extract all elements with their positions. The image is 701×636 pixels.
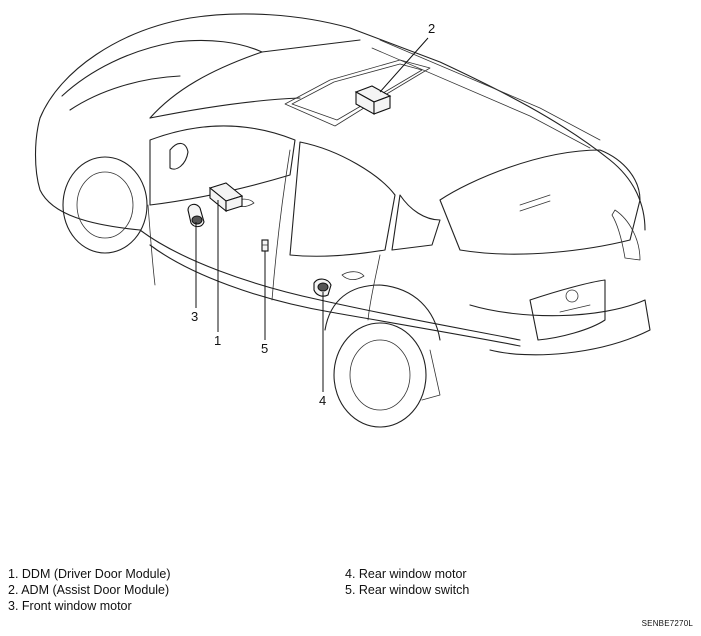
callout-3: 3	[191, 309, 198, 324]
legend-item-ddm: 1. DDM (Driver Door Module)	[8, 567, 171, 581]
legend-item-front-window-motor: 3. Front window motor	[8, 599, 132, 613]
ddm-module	[208, 182, 244, 213]
legend-left: 1. DDM (Driver Door Module) 2. ADM (Assi…	[8, 566, 171, 614]
leader-line-2	[379, 37, 429, 93]
legend-item-rear-window-switch: 5. Rear window switch	[345, 583, 470, 597]
rear-window-switch	[261, 239, 269, 252]
front-window-motor	[187, 203, 205, 228]
car-outline	[35, 13, 651, 428]
legend-item-rear-window-motor: 4. Rear window motor	[345, 567, 467, 581]
legend-item-adm: 2. ADM (Assist Door Module)	[8, 583, 170, 597]
figure-code: SENBE7270L	[641, 619, 693, 628]
callout-5: 5	[261, 341, 268, 356]
callout-2: 2	[428, 21, 435, 36]
adm-module	[354, 85, 392, 115]
callout-1: 1	[214, 333, 221, 348]
rear-window-motor	[313, 278, 332, 297]
legend-right: 4. Rear window motor 5. Rear window swit…	[345, 566, 469, 598]
callout-4: 4	[319, 393, 326, 408]
